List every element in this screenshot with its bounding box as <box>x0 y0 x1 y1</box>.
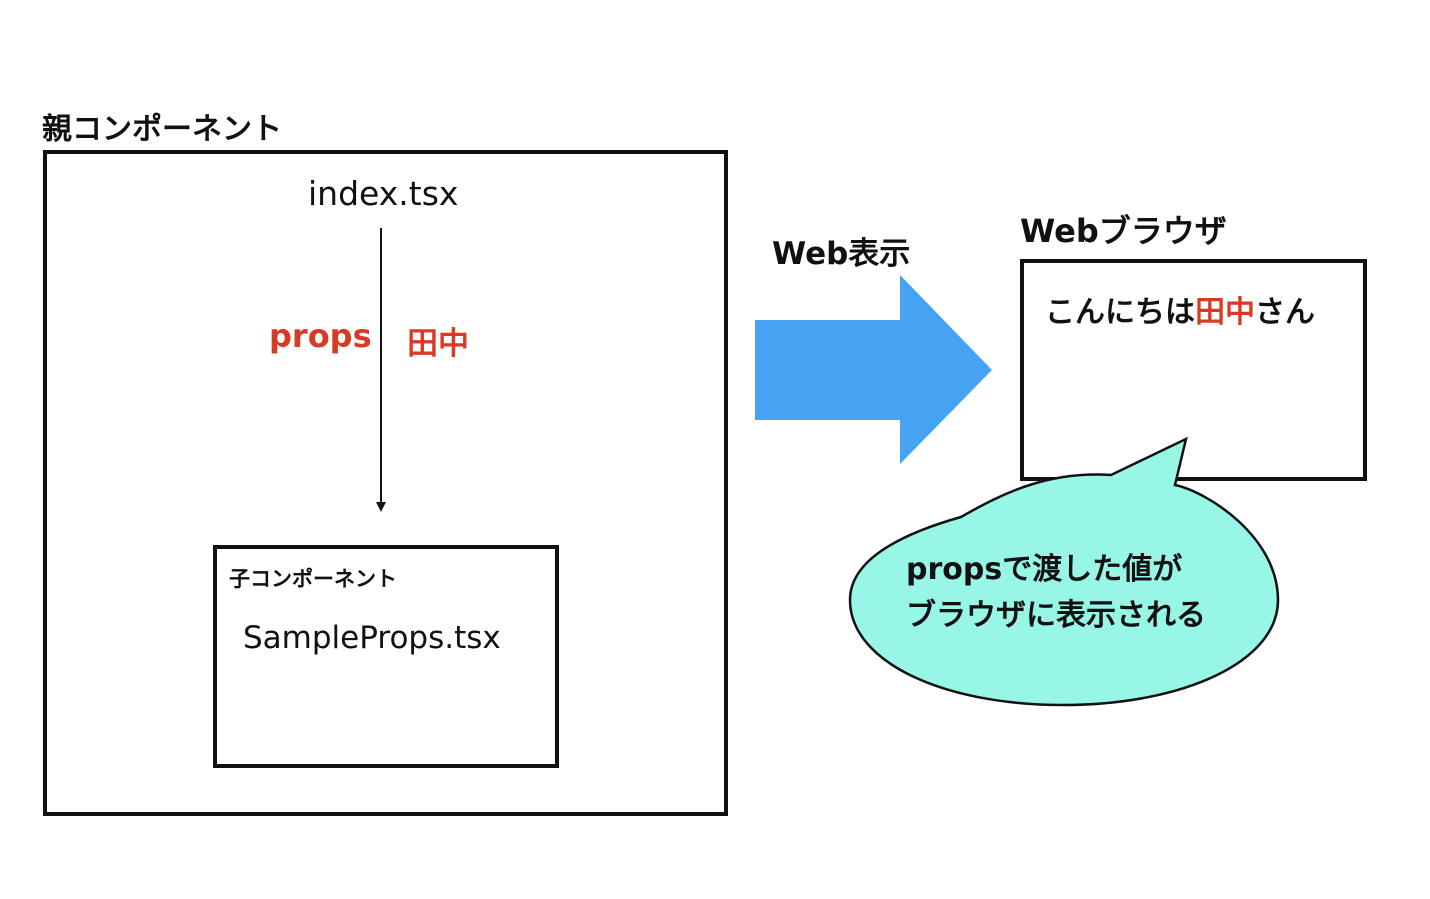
browser-window <box>1020 259 1367 481</box>
child-file-name: SampleProps.tsx <box>243 620 501 656</box>
props-value: 田中 <box>407 326 469 362</box>
props-flow-arrow <box>376 228 386 512</box>
child-component-box <box>213 545 559 768</box>
parent-file-name: index.tsx <box>308 174 459 213</box>
greeting-prefix: こんにちは <box>1045 295 1195 330</box>
greeting-suffix: さん <box>1255 295 1315 330</box>
props-label: props <box>269 317 372 355</box>
child-component-label: 子コンポーネント <box>229 567 397 591</box>
greeting-name: 田中 <box>1195 295 1255 330</box>
web-display-label: Web表示 <box>772 236 911 272</box>
browser-label: Webブラウザ <box>1020 212 1227 250</box>
callout-line-2: ブラウザに表示される <box>906 598 1206 633</box>
browser-greeting: こんにちは田中さん <box>1045 287 1315 331</box>
parent-component-label: 親コンポーネント <box>42 112 282 147</box>
display-arrow <box>755 275 992 464</box>
callout-line-1: propsで渡した値が <box>906 552 1183 587</box>
callout-bubble <box>848 436 1280 707</box>
